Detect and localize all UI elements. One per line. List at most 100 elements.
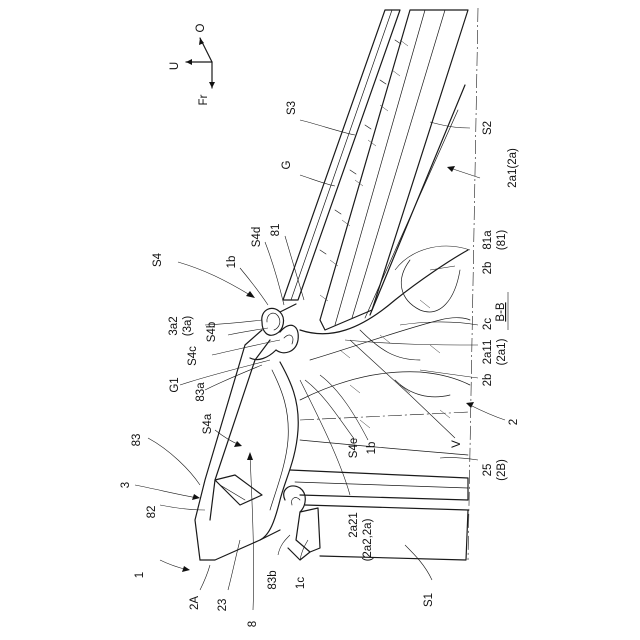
label-83: 83 — [131, 434, 143, 447]
label-V: V — [451, 440, 463, 448]
label-3a-paren: (3a) — [182, 316, 194, 337]
label-2a11: 2a11 — [482, 340, 494, 365]
leader-S4d — [265, 242, 284, 305]
door-trim — [290, 250, 470, 560]
leader-1b-mid — [320, 375, 368, 440]
arrow-8-icon — [247, 452, 253, 460]
label-S4e: S4e — [348, 438, 360, 458]
seal-lip-S4a — [250, 350, 276, 360]
label-S1: S1 — [423, 593, 435, 607]
leader-G — [300, 175, 335, 186]
label-S2: S2 — [482, 121, 494, 135]
trim-boss-2b — [401, 260, 460, 312]
arrow-2-icon — [466, 402, 474, 408]
leader-2c — [400, 322, 478, 325]
channel-outer — [320, 10, 468, 330]
leader-23 — [228, 540, 240, 590]
label-25: 25 — [482, 464, 494, 477]
clip-82 — [215, 475, 262, 505]
reference-line-vertical — [468, 8, 478, 560]
leader-2a1 — [450, 168, 480, 178]
label-S4: S4 — [152, 252, 164, 267]
label-81-paren: (81) — [496, 230, 508, 251]
trim-contour-6 — [300, 440, 468, 455]
arrow-fr-icon — [209, 82, 215, 88]
label-3: 3 — [120, 482, 132, 488]
label-S4a: S4a — [202, 413, 214, 434]
label-2a21: 2a21 — [348, 512, 360, 538]
leader-25 — [440, 458, 478, 460]
clip-1c — [284, 486, 310, 560]
glass-inner-edge — [291, 10, 392, 300]
label-81a: 81a — [482, 230, 494, 250]
leader-S4b — [228, 328, 268, 335]
molding-inner-wall — [260, 362, 298, 540]
molding-outer-inner — [210, 340, 270, 520]
label-2b-top: 2b — [482, 262, 494, 275]
door-frame-clip — [284, 486, 320, 560]
label-81: 81 — [270, 224, 282, 237]
leader-S4 — [178, 262, 250, 295]
label-2a1-paren: (2a1) — [496, 338, 508, 365]
label-B-B: B-B — [495, 302, 507, 322]
leader-83b — [278, 535, 290, 555]
label-S4b: S4b — [206, 322, 218, 342]
label-2A: 2A — [189, 596, 201, 610]
trim-upper-contour — [300, 250, 468, 334]
leader-3 — [135, 485, 198, 498]
label-3a2: 3a2 — [168, 316, 180, 335]
label-83a: 83a — [195, 382, 207, 402]
channel-inner-line-1 — [335, 10, 425, 325]
label-8: 8 — [247, 621, 259, 627]
label-1b-mid: 1b — [366, 442, 378, 455]
axis-label-u: U — [169, 62, 181, 70]
axis-label-fr: Fr — [198, 94, 210, 105]
direction-indicator: U O Fr — [169, 23, 215, 105]
bracket-25-inner — [295, 482, 468, 488]
label-G: G — [281, 160, 293, 169]
label-2b-mid: 2b — [482, 374, 494, 387]
leader-S3 — [300, 120, 355, 135]
clip-1c-inner — [292, 498, 300, 505]
glass-hatch — [320, 40, 401, 254]
leader-S1 — [405, 545, 432, 580]
label-2: 2 — [508, 419, 520, 425]
weatherstrip-seal — [250, 304, 298, 360]
label-23: 23 — [217, 599, 229, 612]
door-panel-S1 — [305, 505, 468, 560]
leader-8 — [250, 455, 254, 610]
label-2c: 2c — [482, 318, 494, 330]
channel-inner-line-2 — [352, 10, 445, 318]
arrow-S4-icon — [246, 291, 255, 298]
molding-83 — [195, 330, 298, 560]
seal-lip-inner — [284, 335, 293, 344]
trim-hatch — [340, 300, 450, 428]
label-S4c: S4c — [187, 346, 199, 366]
label-2a2-paren: (2a2,2a) — [362, 518, 374, 561]
leader-2a21 — [300, 380, 350, 495]
reference-line-horizontal — [300, 412, 470, 420]
label-82: 82 — [146, 506, 158, 519]
seal-lip-S4d — [280, 304, 296, 312]
arrow-S4a-icon — [234, 441, 242, 447]
leader-2A — [200, 565, 210, 590]
label-2a1-2a: 2a1(2a) — [507, 148, 519, 188]
label-83b: 83b — [267, 570, 279, 589]
label-1c: 1c — [295, 577, 307, 589]
leader-V — [350, 340, 455, 438]
leader-1b-top — [240, 268, 268, 305]
molding-bottom — [200, 530, 280, 560]
leader-S4c — [212, 340, 280, 355]
arrow-u-icon — [186, 59, 192, 65]
label-1: 1 — [134, 572, 146, 578]
leader-2 — [470, 405, 505, 420]
leader-S4e — [305, 380, 355, 440]
axis-label-o: O — [195, 23, 207, 32]
label-G1: G1 — [169, 377, 181, 392]
leader-83a — [205, 365, 262, 390]
seal-bulb-inner — [267, 313, 280, 330]
trim-contour-3 — [300, 372, 470, 400]
label-S3: S3 — [286, 101, 298, 115]
